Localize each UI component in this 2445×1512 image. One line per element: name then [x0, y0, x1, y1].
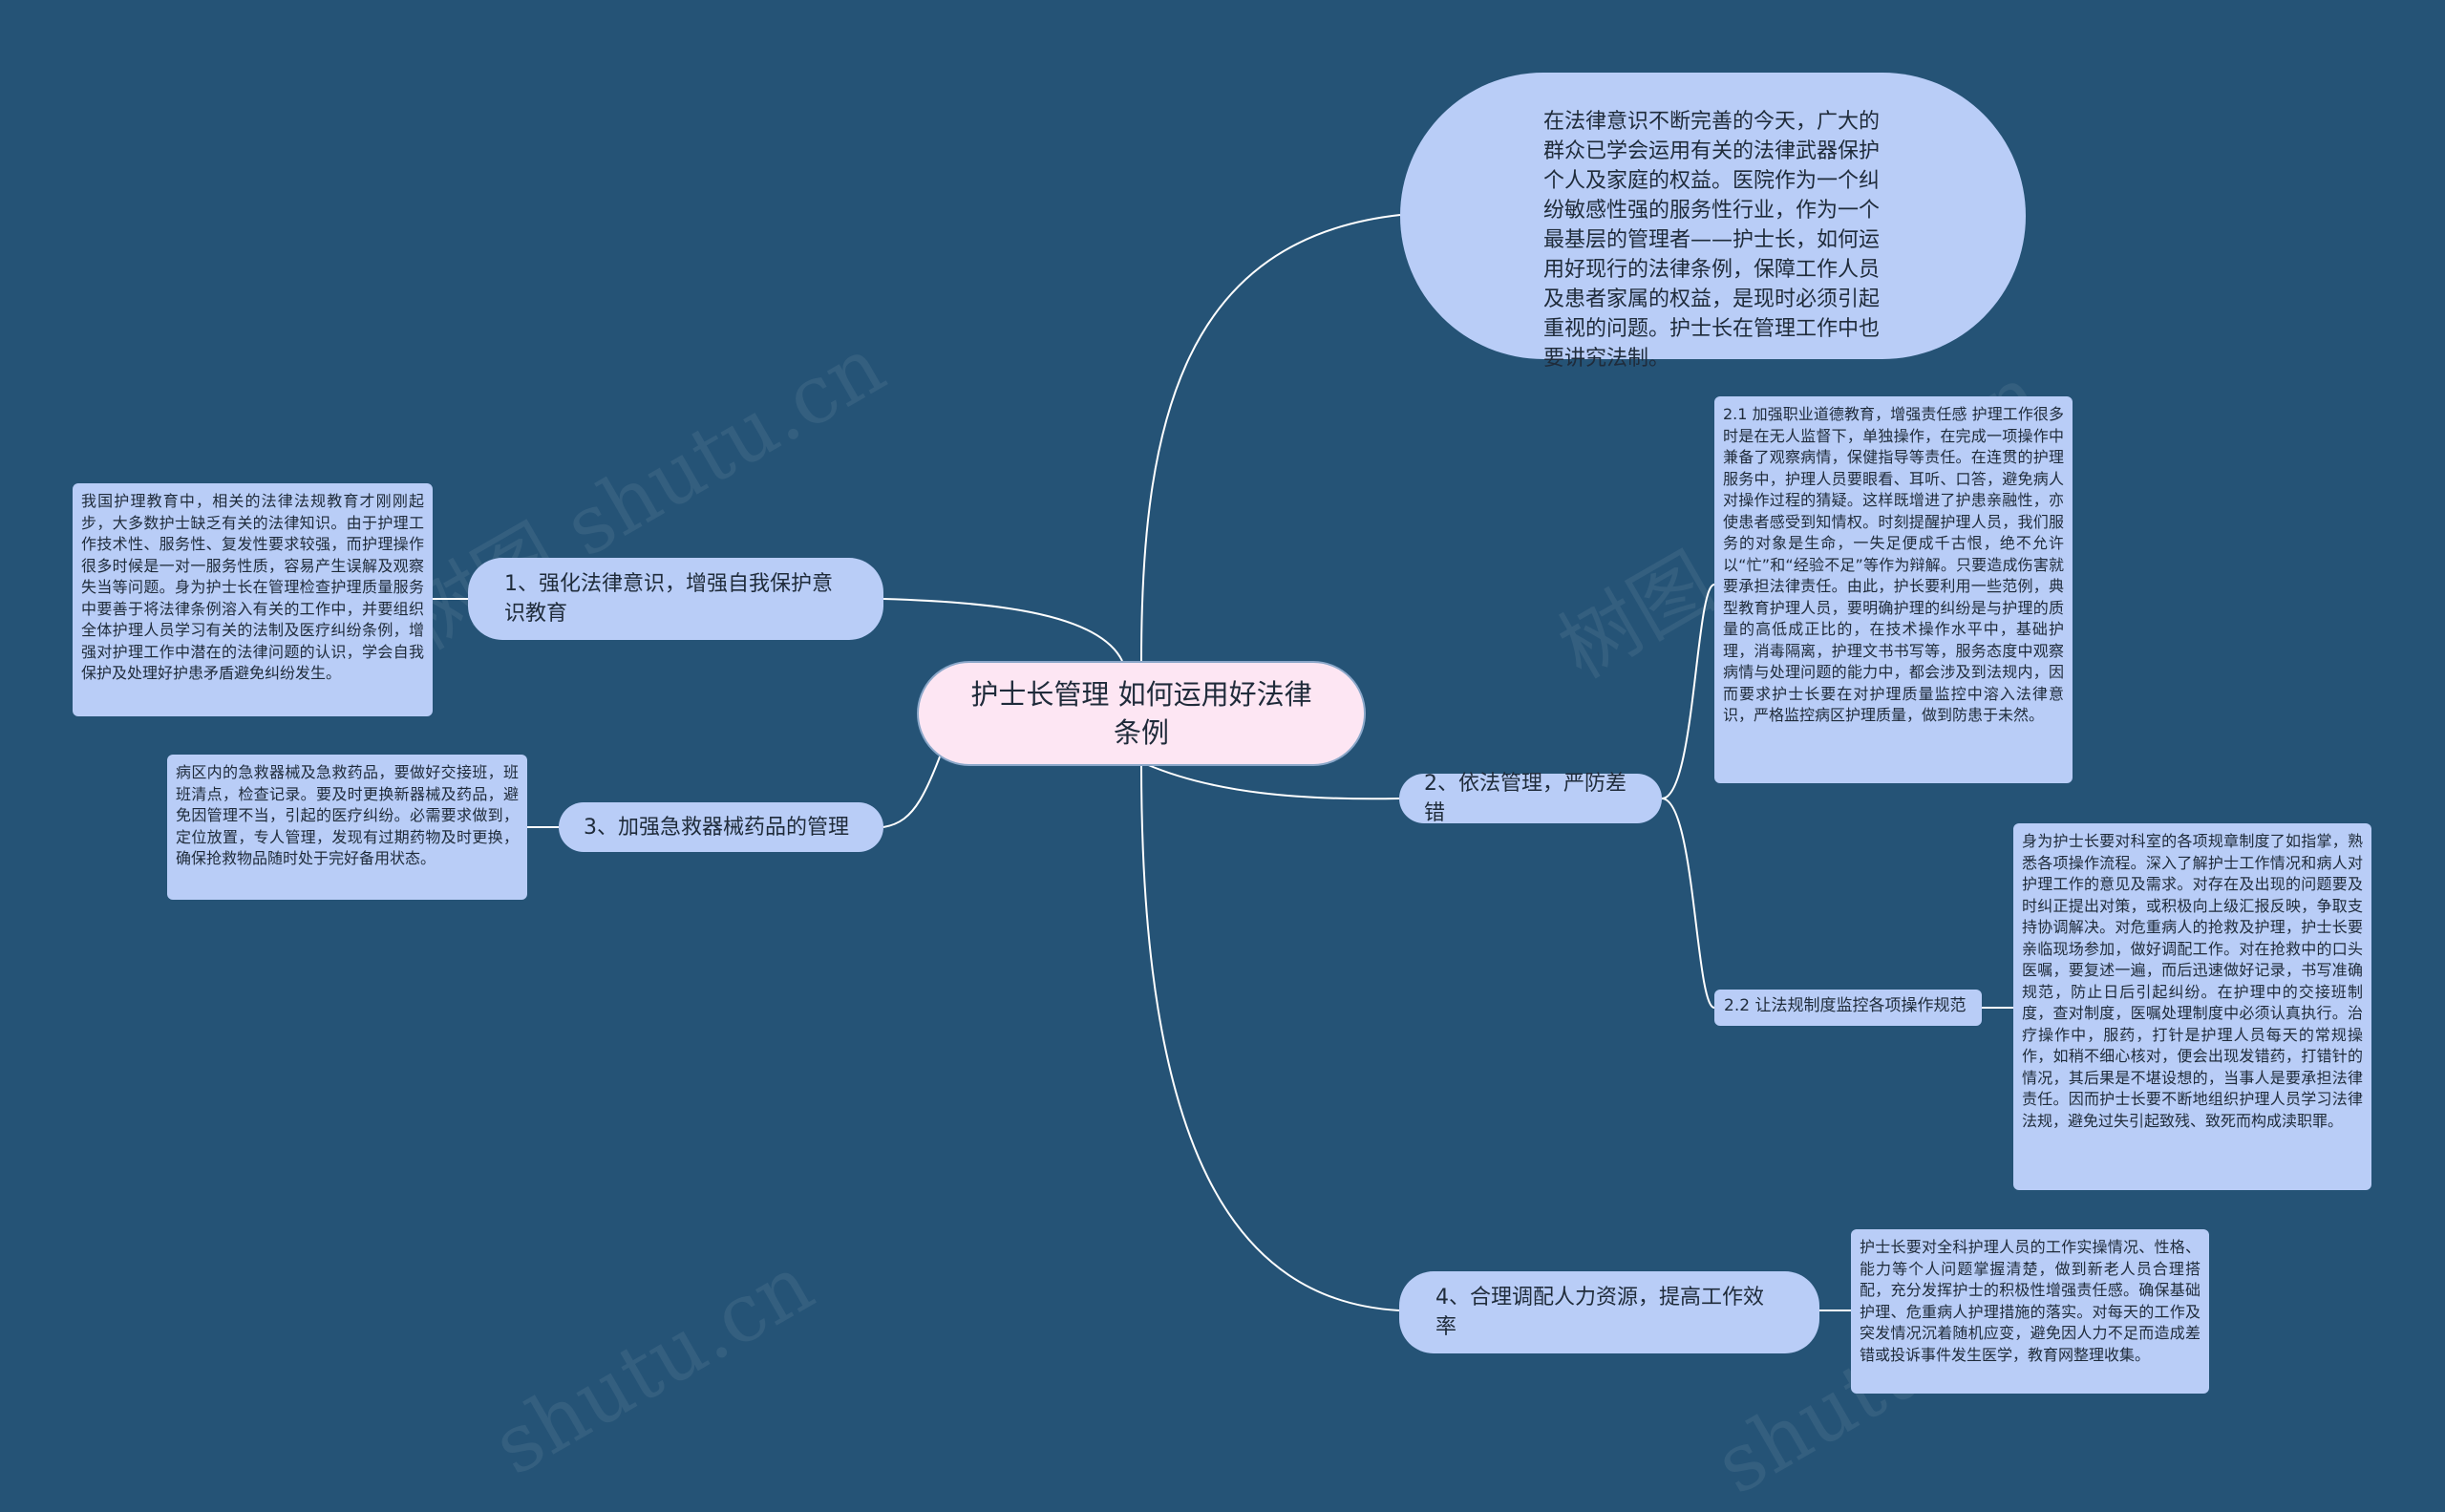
branch4-topic[interactable]: 4、合理调配人力资源，提高工作效率 — [1399, 1271, 1819, 1353]
branch2-label: 2、依法管理，严防差错 — [1424, 772, 1626, 825]
branch4-detail-text: 护士长要对全科护理人员的工作实操情况、性格、能力等个人问题掌握清楚，做到新老人员… — [1860, 1238, 2200, 1364]
link-root-branch4 — [1140, 763, 1400, 1311]
branch3-detail-text: 病区内的急救器械及急救药品，要做好交接班，班班清点，检查记录。要及时更换新器械及… — [176, 763, 519, 867]
branch1-label: 1、强化法律意识，增强自我保护意识教育 — [504, 572, 833, 626]
branch2-sub2-detail[interactable]: 身为护士长要对科室的各项规章制度了如指掌，熟悉各项操作流程。深入了解护士工作情况… — [2013, 823, 2371, 1190]
branch4-label: 4、合理调配人力资源，提高工作效率 — [1435, 1286, 1764, 1339]
intro-cloud[interactable]: 在法律意识不断完善的今天，广大的群众已学会运用有关的法律武器保护个人及家庭的权益… — [1400, 73, 2026, 371]
branch1-detail-text: 我国护理教育中，相关的法律法规教育才刚刚起步，大多数护士缺乏有关的法律知识。由于… — [81, 492, 424, 682]
branch1-topic[interactable]: 1、强化法律意识，增强自我保护意识教育 — [468, 558, 883, 640]
branch2-sub2-detail-text: 身为护士长要对科室的各项规章制度了如指掌，熟悉各项操作流程。深入了解护士工作情况… — [2022, 832, 2363, 1130]
branch3-label: 3、加强急救器械药品的管理 — [584, 815, 849, 840]
link-root-branch2 — [1145, 763, 1400, 800]
branch2-sub2-label: 2.2 让法规制度监控各项操作规范 — [1724, 996, 1967, 1015]
link-root-intro — [1140, 214, 1401, 662]
branch3-topic[interactable]: 3、加强急救器械药品的管理 — [559, 802, 883, 852]
branch2-sub2[interactable]: 2.2 让法规制度监控各项操作规范 — [1714, 990, 1982, 1026]
link-branch2-sub1 — [1661, 584, 1715, 799]
intro-text: 在法律意识不断完善的今天，广大的群众已学会运用有关的法律武器保护个人及家庭的权益… — [1543, 110, 1881, 371]
mind-map-canvas: 树图 shutu.cn 树图 shutu.cn shutu.cn shutu.c… — [73, 73, 2371, 1512]
branch2-sub1-text: 2.1 加强职业道德教育，增强责任感 护理工作很多时是在无人监督下，单独操作，在… — [1723, 405, 2064, 724]
branch1-detail[interactable]: 我国护理教育中，相关的法律法规教育才刚刚起步，大多数护士缺乏有关的法律知识。由于… — [73, 483, 433, 716]
root-title: 护士长管理 如何运用好法律条例 — [970, 678, 1312, 749]
branch3-detail[interactable]: 病区内的急救器械及急救药品，要做好交接班，班班清点，检查记录。要及时更换新器械及… — [167, 755, 527, 900]
link-branch2-sub2 — [1661, 798, 1715, 1009]
link-root-branch1 — [882, 598, 1123, 662]
branch2-sub1[interactable]: 2.1 加强职业道德教育，增强责任感 护理工作很多时是在无人监督下，单独操作，在… — [1714, 396, 2073, 783]
branch4-detail[interactable]: 护士长要对全科护理人员的工作实操情况、性格、能力等个人问题掌握清楚，做到新老人员… — [1851, 1229, 2209, 1394]
root-topic[interactable]: 护士长管理 如何运用好法律条例 — [917, 661, 1366, 766]
branch2-topic[interactable]: 2、依法管理，严防差错 — [1399, 772, 1662, 825]
